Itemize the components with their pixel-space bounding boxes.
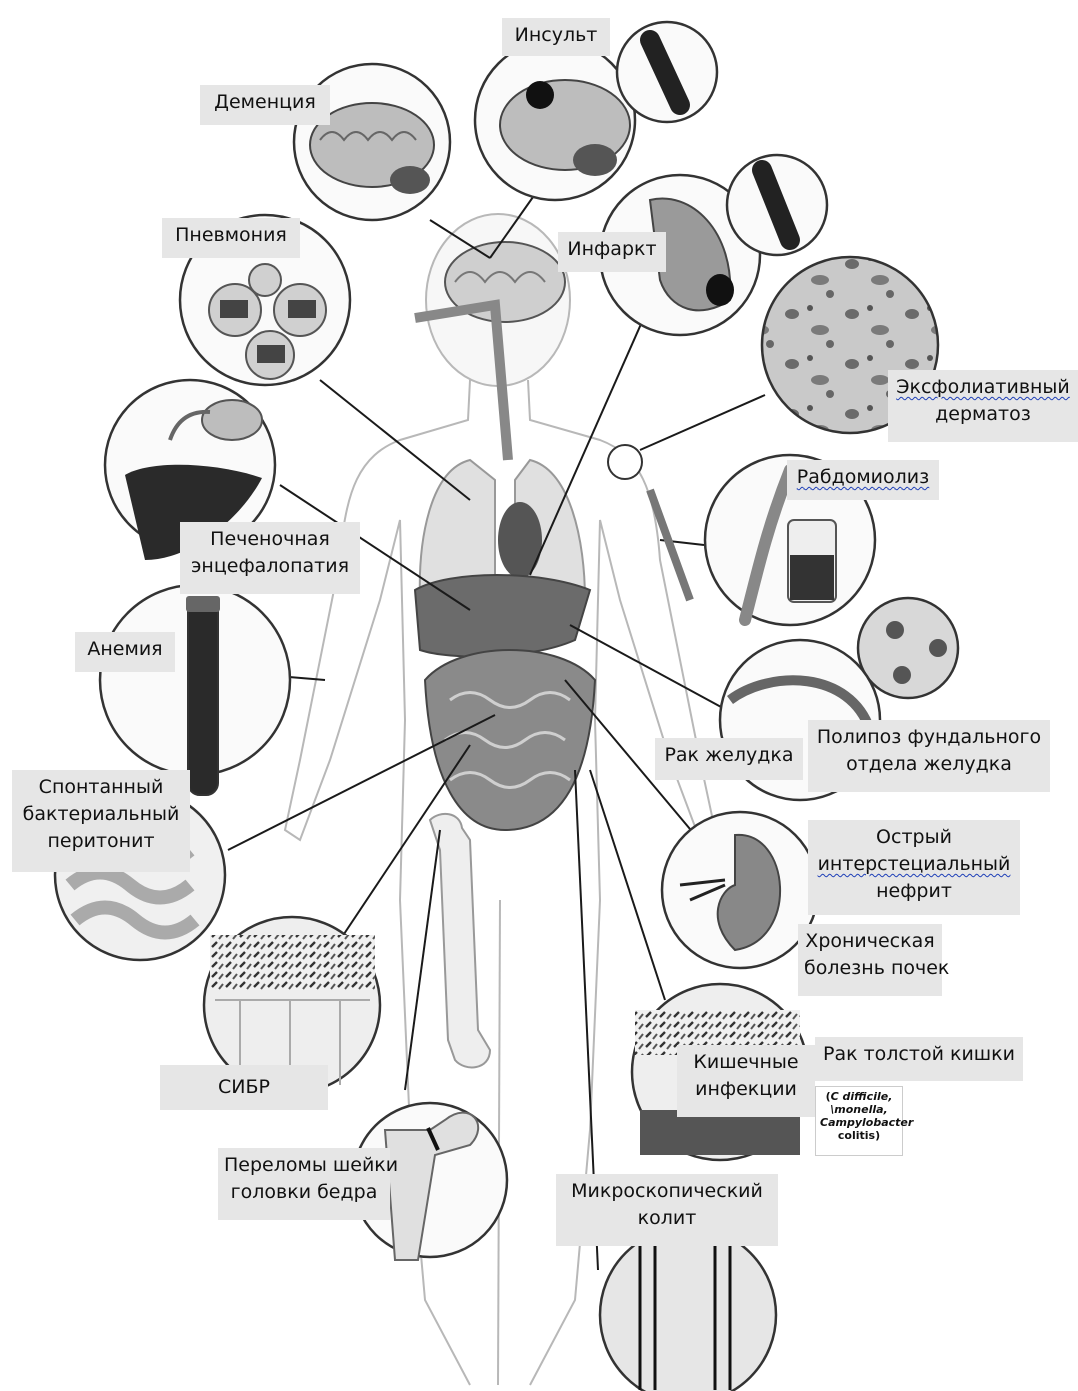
label-chronic-kidney-disease: Хроническая болезнь почек [798,924,942,996]
label-infarct: Инфаркт [558,232,666,272]
label-stomach-cancer: Рак желудка [655,738,803,780]
label-anemia-text: Анемия [81,636,169,663]
microscopic-colitis-inset [600,1227,776,1391]
label-hepatic-line2: энцефалопатия [186,553,354,580]
label-sbp-line1: Спонтанный [18,774,184,801]
pathogen-colitis: colitis) [838,1129,880,1142]
pathogen-salmonella: \monella, [830,1103,887,1116]
label-insult: Инсульт [502,18,610,56]
label-microscopic-colitis: Микроскопический колит [556,1174,778,1246]
label-rhabdomyolysis: Рабдомиолиз [787,460,939,500]
label-pneumonia-text: Пневмония [168,222,294,249]
label-stomach-cancer-text: Рак желудка [661,742,797,769]
pathogen-cdiff: C difficile, [831,1090,893,1103]
label-rhabdo-text: Рабдомиолиз [793,464,933,491]
label-hip-line1: Переломы шейки [224,1152,384,1179]
label-dementia-text: Деменция [206,89,324,116]
label-colon-cancer-text: Рак толстой кишки [821,1041,1017,1068]
label-ckd-line1: Хроническая [804,928,936,955]
label-exfoliative-line2: дерматоз [894,401,1072,428]
label-sbp-line3: перитонит [18,828,184,855]
femur-bone-illustration [430,814,490,1068]
kidney-inset [662,812,818,968]
label-polyposis-line2: отдела желудка [814,751,1044,778]
label-fundic-polyposis: Полипоз фундального отдела желудка [808,720,1050,792]
label-hepatic-line1: Печеночная [186,526,354,553]
label-spontaneous-peritonitis: Спонтанный бактериальный перитонит [12,770,190,872]
label-hip-line2: головки бедра [224,1179,384,1206]
label-insult-text: Инсульт [508,22,604,49]
label-exfoliative-dermatitis: Эксфолиативный дерматоз [888,370,1078,442]
label-intestinal-infections: Кишечные инфекции [677,1045,815,1117]
label-sbp-line2: бактериальный [18,801,184,828]
label-interstitial-nephritis: Острый интерстециальный нефрит [808,820,1020,915]
pathogen-campylobacter: Campylobacter [820,1116,913,1129]
label-sibo-text: СИБР [166,1069,322,1105]
label-hepatic-encephalopathy: Печеночная энцефалопатия [180,522,360,594]
polyposis-cells-inset [858,598,958,698]
infarct-vessel-inset [727,155,827,255]
label-micro-colitis-line2: колит [562,1205,772,1232]
label-anemia: Анемия [75,632,175,672]
label-hip-fracture: Переломы шейки головки бедра [218,1148,390,1220]
label-infarct-text: Инфаркт [564,236,660,263]
label-micro-colitis-line1: Микроскопический [562,1178,772,1205]
label-ain-line2: интерстециальный [814,851,1014,878]
label-colon-cancer: Рак толстой кишки [815,1037,1023,1081]
label-pathogens: (C difficile, \monella, Campylobacter co… [815,1086,903,1156]
label-ain-line1: Острый [814,824,1014,851]
stroke-vessel-inset [617,22,717,122]
label-ain-line3: нефрит [814,878,1014,905]
skin-marker-circle [608,445,642,479]
label-pneumonia: Пневмония [162,218,300,258]
anemia-blood-tube-inset [100,585,290,795]
label-intestinal-line1: Кишечные [683,1049,809,1076]
label-intestinal-line2: инфекции [683,1076,809,1103]
label-exfoliative-line1: Эксфолиативный [894,374,1072,401]
label-dementia: Деменция [200,85,330,125]
label-polyposis-line1: Полипоз фундального [814,724,1044,751]
label-ckd-line2: болезнь почек [804,955,936,982]
stroke-brain-inset [475,40,635,200]
label-sibo: СИБР [160,1065,328,1110]
torso-organs-illustration [415,460,595,830]
